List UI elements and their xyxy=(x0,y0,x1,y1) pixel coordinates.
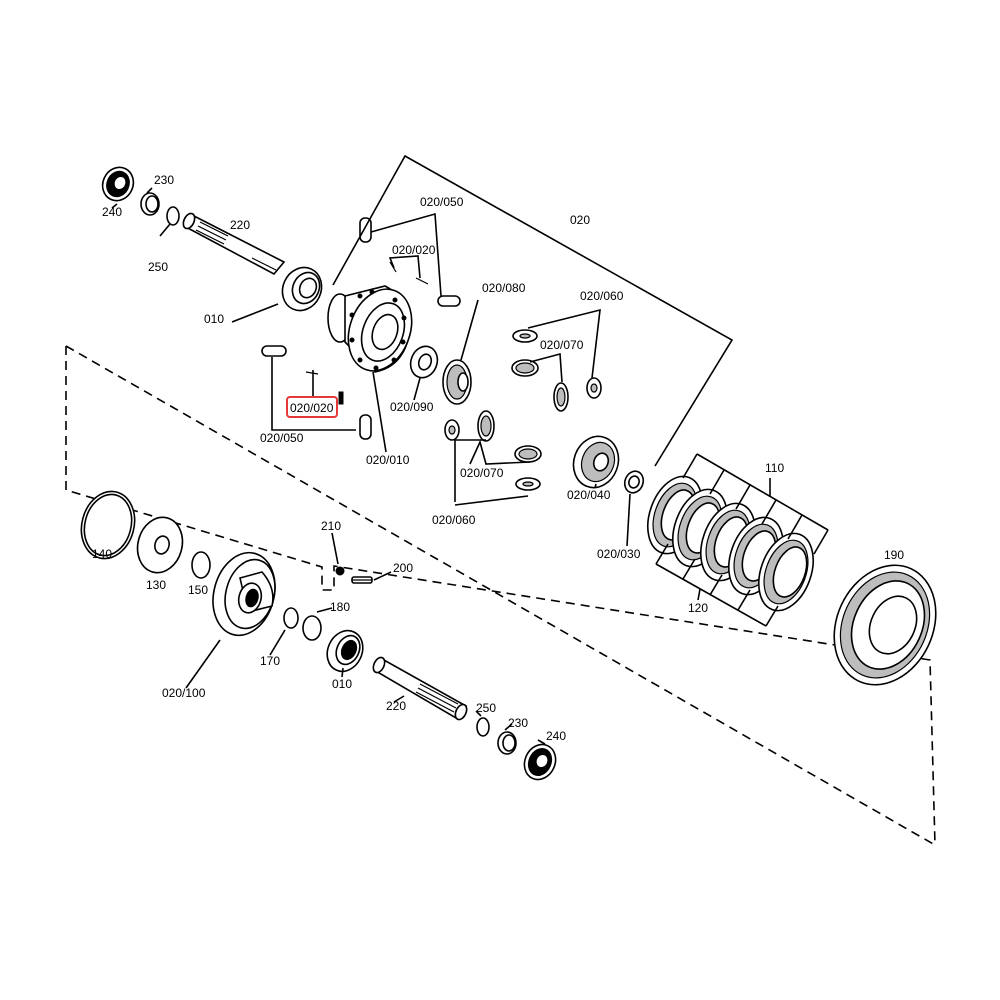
label-010-upper[interactable]: 010 xyxy=(204,312,224,326)
part-200-bolt[interactable] xyxy=(351,576,373,584)
part-250-ring-upper[interactable] xyxy=(166,206,180,226)
selection-highlight xyxy=(286,396,338,418)
label-010-lower[interactable]: 010 xyxy=(332,677,352,691)
part-010-bearing-lower[interactable] xyxy=(321,625,370,677)
part-140-gasket[interactable] xyxy=(74,485,142,564)
bracket-120 xyxy=(655,543,779,627)
part-210-plug[interactable] xyxy=(335,566,345,576)
label-240-upper[interactable]: 240 xyxy=(102,205,122,219)
label-210[interactable]: 210 xyxy=(321,519,341,533)
label-240-lower[interactable]: 240 xyxy=(546,729,566,743)
part-240-seal-upper[interactable] xyxy=(97,162,139,205)
part-020-060-washer-d[interactable] xyxy=(515,477,541,491)
part-130-shim[interactable] xyxy=(132,512,189,577)
label-150[interactable]: 150 xyxy=(188,583,208,597)
label-220-upper[interactable]: 220 xyxy=(230,218,250,232)
label-020-090[interactable]: 020/090 xyxy=(390,400,434,414)
label-120[interactable]: 120 xyxy=(688,601,708,615)
part-020-050-pin-a[interactable] xyxy=(359,217,372,243)
part-110-120-clutch-pack[interactable] xyxy=(638,469,823,618)
label-020-030[interactable]: 020/030 xyxy=(597,547,641,561)
part-020-060-washer-a[interactable] xyxy=(512,329,538,343)
label-220-lower[interactable]: 220 xyxy=(386,699,406,713)
part-020-070-pinion-c[interactable] xyxy=(477,410,495,442)
bracket-110 xyxy=(682,453,829,555)
leader-lines xyxy=(111,154,734,745)
part-240-seal-lower[interactable] xyxy=(519,739,561,784)
part-labels: 240 230 250 220 010 020/050 020/020 020/… xyxy=(92,173,904,743)
part-190-ring-gear[interactable] xyxy=(815,549,954,702)
part-220-shaft-lower[interactable] xyxy=(371,656,469,722)
part-020-070-pinion-b[interactable] xyxy=(553,382,569,412)
label-020-070-upper[interactable]: 020/070 xyxy=(540,338,584,352)
label-140[interactable]: 140 xyxy=(92,547,112,561)
label-250-upper[interactable]: 250 xyxy=(148,260,168,274)
label-020-080[interactable]: 020/080 xyxy=(482,281,526,295)
part-020-060-washer-c[interactable] xyxy=(444,419,460,441)
part-020-070-pinion-a[interactable] xyxy=(511,359,539,377)
label-020-050-upper[interactable]: 020/050 xyxy=(420,195,464,209)
part-180-ring[interactable] xyxy=(302,615,322,641)
label-180[interactable]: 180 xyxy=(330,600,350,614)
part-020-080-gear[interactable] xyxy=(442,359,472,405)
part-170-ring[interactable] xyxy=(283,607,299,629)
part-020-090-washer[interactable] xyxy=(406,343,441,382)
label-020-020-lower[interactable]: 020/020 xyxy=(290,401,334,415)
label-020[interactable]: 020 xyxy=(570,213,590,227)
part-150-ring[interactable] xyxy=(191,551,211,579)
part-020-060-washer-b[interactable] xyxy=(586,377,602,399)
part-020-050-pin-b[interactable] xyxy=(437,295,461,307)
part-220-shaft-upper[interactable] xyxy=(181,212,286,276)
label-230-lower[interactable]: 230 xyxy=(508,716,528,730)
assembly-outline-edge xyxy=(65,345,936,846)
part-020-050-pin-d[interactable] xyxy=(359,414,372,440)
label-170[interactable]: 170 xyxy=(260,654,280,668)
part-020-070-pinion-d[interactable] xyxy=(514,445,542,463)
label-110[interactable]: 110 xyxy=(765,461,784,475)
label-020-060-lower[interactable]: 020/060 xyxy=(432,513,476,527)
part-020-040-gear[interactable] xyxy=(566,430,625,494)
part-020-010-housing[interactable] xyxy=(327,280,423,379)
label-020-040[interactable]: 020/040 xyxy=(567,488,611,502)
label-130[interactable]: 130 xyxy=(146,578,166,592)
part-230-bearing-lower[interactable] xyxy=(497,731,517,755)
label-020-020-upper[interactable]: 020/020 xyxy=(392,243,436,257)
label-020-050-lower[interactable]: 020/050 xyxy=(260,431,304,445)
part-020-020-pin-d[interactable] xyxy=(338,391,344,405)
label-020-010[interactable]: 020/010 xyxy=(366,453,410,467)
label-250-lower[interactable]: 250 xyxy=(476,701,496,715)
label-190[interactable]: 190 xyxy=(884,548,904,562)
part-250-ring-lower[interactable] xyxy=(476,717,490,737)
part-020-030-washer[interactable] xyxy=(622,469,646,496)
label-200[interactable]: 200 xyxy=(393,561,413,575)
part-230-bearing-upper[interactable] xyxy=(140,192,160,216)
part-020-020-pin-b[interactable] xyxy=(415,277,429,285)
label-020-100[interactable]: 020/100 xyxy=(162,686,206,700)
part-020-050-pin-c[interactable] xyxy=(261,345,287,357)
part-020-020-pin-c[interactable] xyxy=(305,371,319,375)
part-010-bearing-upper[interactable] xyxy=(275,261,328,317)
label-020-070-lower[interactable]: 020/070 xyxy=(460,466,504,480)
part-020-100-cover[interactable] xyxy=(204,546,284,643)
label-230-upper[interactable]: 230 xyxy=(154,173,174,187)
label-020-060-upper[interactable]: 020/060 xyxy=(580,289,624,303)
